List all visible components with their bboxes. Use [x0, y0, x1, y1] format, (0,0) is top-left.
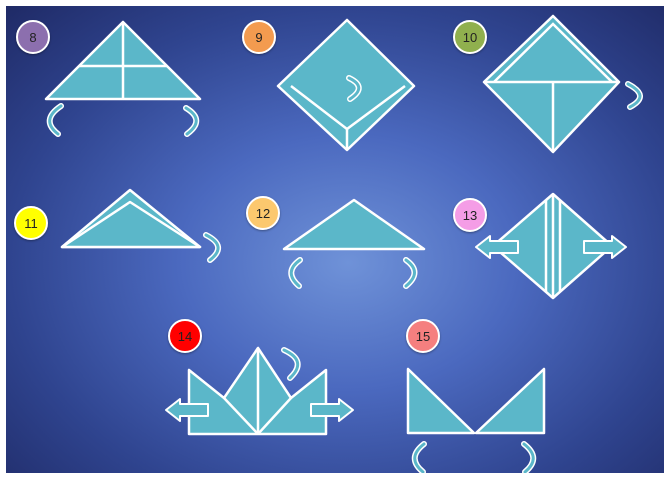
step-10-diamond [484, 16, 619, 152]
step-13-number: 13 [463, 208, 477, 223]
step-11-number: 11 [24, 216, 38, 231]
step-10-figure [484, 16, 640, 152]
step-12-triangle [284, 200, 424, 249]
step-12-badge: 12 [246, 196, 280, 230]
step-9-badge: 9 [242, 20, 276, 54]
step-15-badge: 15 [406, 319, 440, 353]
step-15-right-triangle [476, 369, 544, 433]
step-13-figure [476, 194, 626, 298]
step-11-front-triangle [62, 202, 200, 247]
step-11-badge: 11 [14, 206, 48, 240]
step-15-number: 15 [416, 329, 430, 344]
step-14-number: 14 [178, 329, 192, 344]
step-15-left-triangle [408, 369, 474, 433]
step-12-figure [284, 200, 424, 286]
step-14-badge: 14 [168, 319, 202, 353]
step-10-number: 10 [463, 30, 477, 45]
origami-diagram [6, 6, 664, 473]
step-14-figure [166, 348, 353, 434]
step-9-number: 9 [255, 30, 262, 45]
step-12-number: 12 [256, 206, 270, 221]
step-9-figure [278, 20, 414, 150]
step-8-figure [46, 22, 200, 134]
origami-instruction-slide: 8 9 10 11 12 13 14 15 [6, 6, 664, 473]
step-11-figure [62, 190, 218, 260]
step-15-figure [408, 369, 544, 472]
step-13-badge: 13 [453, 198, 487, 232]
step-8-badge: 8 [16, 20, 50, 54]
step-10-badge: 10 [453, 20, 487, 54]
step-8-number: 8 [29, 30, 36, 45]
